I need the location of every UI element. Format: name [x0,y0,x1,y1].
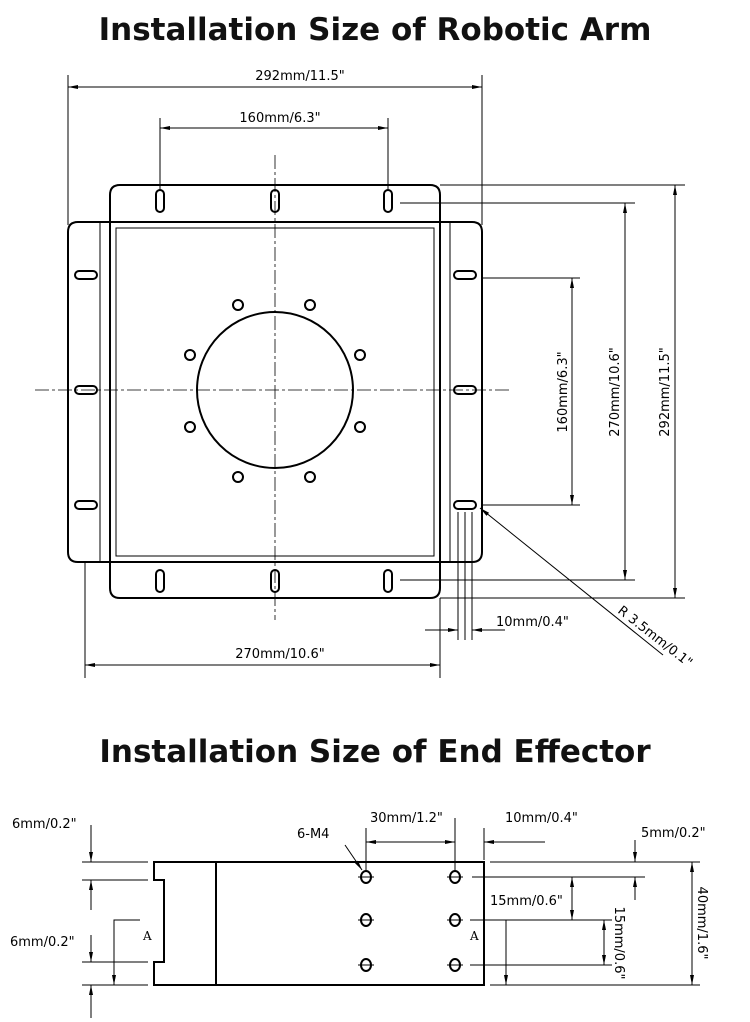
dim-edge-offset-y: 5mm/0.2" [641,826,706,841]
dim-edge-offset-x: 10mm/0.4" [505,811,578,826]
frame-outer [109,221,441,563]
dim-left-top: 6mm/0.2" [12,817,77,832]
dim-bottom-width: 270mm/10.6" [235,647,324,662]
dim-top-width: 292mm/11.5" [255,69,344,84]
slots [74,189,477,593]
dim-top-hole-spacing: 160mm/6.3" [239,111,320,126]
dim-hole-spacing-y-a: 15mm/0.6" [490,894,563,909]
dim-height: 40mm/1.6" [694,887,709,960]
dim-right-hole-spacing: 160mm/6.3" [556,351,571,432]
effector-outline [153,861,485,986]
dim-right-inner-height: 270mm/10.6" [608,347,623,436]
dim-right-outer-height: 292mm/11.5" [658,347,673,436]
title-end-effector: Installation Size of End Effector [99,734,651,770]
right-plate [440,221,483,563]
bolt-pattern [184,299,366,483]
dim-radius: R 3.5mm/0.1" [615,603,695,670]
end-effector-drawing: 6mm/0.2" 6mm/0.2" 6-M4 30mm/1.2" 10mm/0.… [10,811,709,1018]
dim-left-bottom: 6mm/0.2" [10,935,75,950]
title-robotic-arm: Installation Size of Robotic Arm [98,12,652,48]
section-label-right: A [469,929,479,943]
dim-hole-spacing-x: 30mm/1.2" [370,811,443,826]
dim-hole-spacing-y-b: 15mm/0.6" [611,907,626,980]
m4-holes [358,870,463,972]
dim-slot-width: 10mm/0.4" [496,615,569,630]
section-label-left: A [142,929,152,943]
left-plate [67,221,110,563]
arm-base-drawing: 292mm/11.5" 160mm/6.3" 160mm/6.3" 270mm/… [35,69,695,678]
dim-thread: 6-M4 [297,827,329,842]
